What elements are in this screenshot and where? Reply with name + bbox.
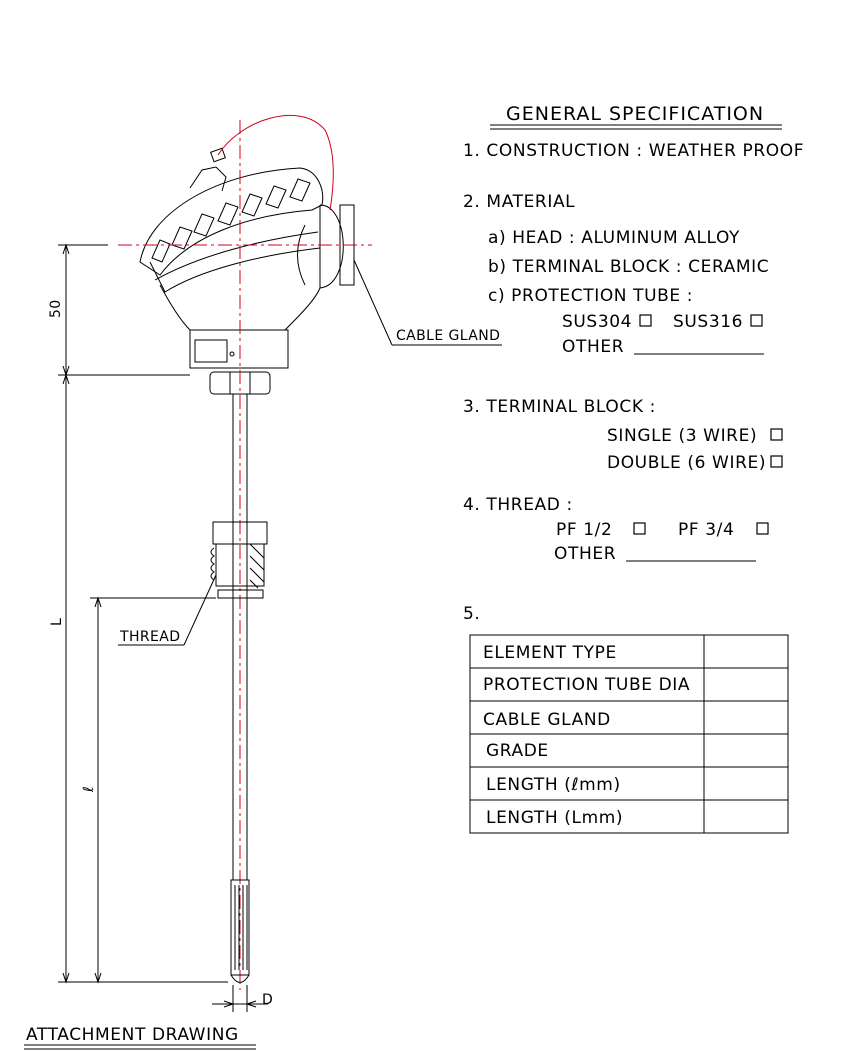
spec-item-1: 1. CONSTRUCTION : WEATHER PROOF bbox=[463, 141, 804, 161]
other-thread-label: OTHER bbox=[554, 544, 616, 564]
pf34-label: PF 3/4 bbox=[678, 520, 734, 540]
sus304-label: SUS304 bbox=[562, 312, 632, 332]
spec-item-4: 4. THREAD : bbox=[463, 495, 573, 515]
double-wire-label: DOUBLE (6 WIRE) bbox=[607, 453, 766, 473]
dim-50-label: 50 bbox=[48, 299, 64, 318]
spec-title: GENERAL SPECIFICATION bbox=[506, 103, 764, 125]
thread-fitting bbox=[210, 521, 268, 599]
thread-callout: THREAD bbox=[118, 574, 217, 646]
pf12-label: PF 1/2 bbox=[556, 520, 612, 540]
table-value-cable-gland[interactable] bbox=[705, 702, 787, 734]
dimension-50: 50 bbox=[48, 243, 190, 377]
dim-L-label: L bbox=[49, 618, 65, 626]
thread-label: THREAD bbox=[119, 629, 180, 645]
spec-item-2b: b) TERMINAL BLOCK : CERAMIC bbox=[488, 257, 769, 277]
dim-D-label: D bbox=[262, 992, 273, 1008]
spec-item-2a: a) HEAD : ALUMINUM ALLOY bbox=[488, 228, 740, 248]
general-specification: GENERAL SPECIFICATION 1. CONSTRUCTION : … bbox=[463, 103, 804, 624]
other-tube-label: OTHER bbox=[562, 337, 624, 357]
pf12-checkbox[interactable] bbox=[633, 522, 646, 535]
spec-table: ELEMENT TYPE PROTECTION TUBE DIA CABLE G… bbox=[469, 634, 789, 834]
pf34-checkbox[interactable] bbox=[756, 522, 769, 535]
cable-gland-label: CABLE GLAND bbox=[396, 328, 500, 344]
spec-item-5: 5. bbox=[463, 604, 480, 624]
spec-item-2c: c) PROTECTION TUBE : bbox=[488, 286, 693, 306]
table-row-cable-gland: CABLE GLAND bbox=[483, 710, 611, 730]
table-value-length-L[interactable] bbox=[705, 801, 787, 832]
drawing-caption: ATTACHMENT DRAWING bbox=[24, 1025, 256, 1050]
table-row-grade: GRADE bbox=[486, 741, 549, 761]
table-row-length-l: LENGTH (ℓmm) bbox=[486, 775, 621, 795]
protection-tube bbox=[230, 394, 250, 983]
cable-gland-callout: CABLE GLAND bbox=[353, 259, 502, 346]
dim-l-label: ℓ bbox=[81, 786, 97, 793]
dimension-l: ℓ bbox=[81, 596, 216, 984]
table-row-tube-dia: PROTECTION TUBE DIA bbox=[483, 675, 690, 695]
dimension-L: L bbox=[49, 373, 228, 984]
table-row-element-type: ELEMENT TYPE bbox=[483, 643, 617, 663]
terminal-head bbox=[139, 147, 355, 395]
table-row-length-L: LENGTH (Lmm) bbox=[486, 808, 623, 828]
spec-item-2: 2. MATERIAL bbox=[463, 192, 575, 212]
sus316-label: SUS316 bbox=[673, 312, 743, 332]
sus316-checkbox[interactable] bbox=[750, 314, 763, 327]
dimension-D: D bbox=[212, 985, 273, 1012]
spec-item-3: 3. TERMINAL BLOCK : bbox=[463, 397, 656, 417]
single-wire-checkbox[interactable] bbox=[770, 428, 783, 441]
table-value-length-l[interactable] bbox=[705, 768, 787, 800]
table-value-tube-dia[interactable] bbox=[705, 669, 787, 701]
thermocouple-drawing: 50 L ℓ D bbox=[24, 114, 502, 1050]
attachment-drawing-title: ATTACHMENT DRAWING bbox=[26, 1025, 239, 1045]
table-value-grade[interactable] bbox=[705, 735, 787, 767]
single-wire-label: SINGLE (3 WIRE) bbox=[607, 426, 757, 446]
double-wire-checkbox[interactable] bbox=[770, 455, 783, 468]
table-value-element-type[interactable] bbox=[705, 636, 787, 668]
sus304-checkbox[interactable] bbox=[639, 314, 652, 327]
